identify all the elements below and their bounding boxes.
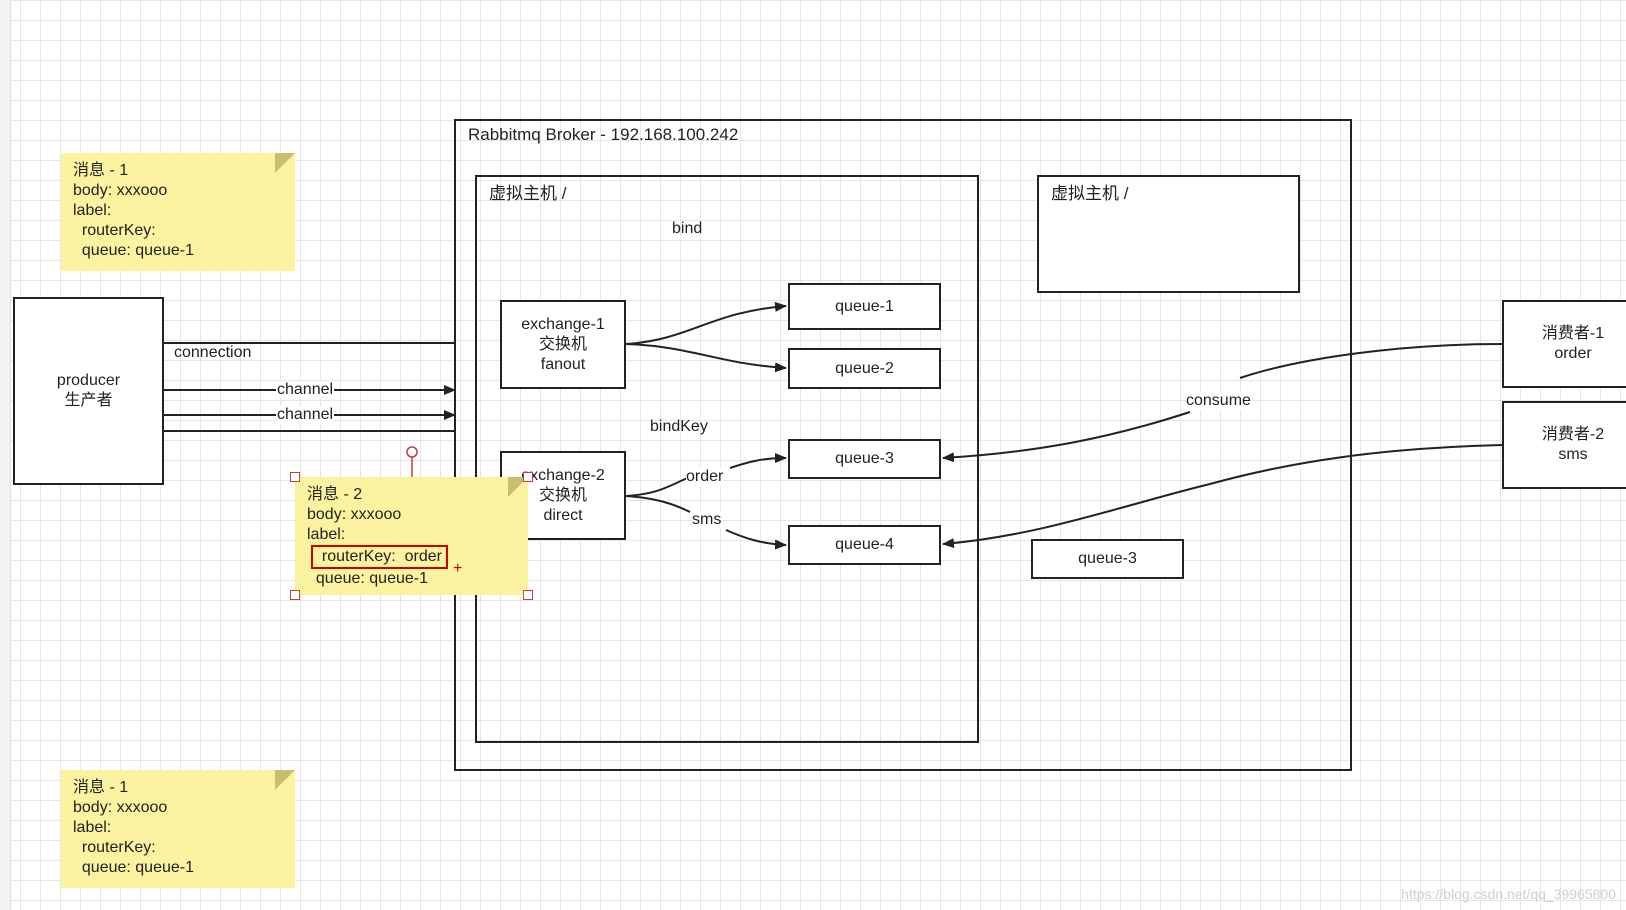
resize-handle-top-left[interactable] (290, 472, 300, 482)
exchange-2-cn: 交换机 (538, 486, 587, 504)
queue-3-label: queue-3 (835, 450, 894, 467)
sms-route-label: sms (692, 511, 722, 529)
channel-label-1: channel (276, 381, 335, 399)
consumer-2-box[interactable]: 消费者-2 sms (1502, 401, 1626, 489)
resize-handle-top-right[interactable] (523, 472, 533, 482)
producer-label: producer (56, 372, 121, 389)
note-line: routerKey: (73, 839, 156, 856)
consumer-2-name: 消费者-2 (1541, 426, 1605, 443)
note-line: 消息 - 2 (307, 486, 363, 503)
note-line: label: (307, 526, 346, 543)
note-line: 消息 - 1 (73, 779, 129, 796)
queue-4-box[interactable]: queue-4 (788, 525, 941, 565)
direct-arrow-queue-4 (625, 495, 786, 545)
connection-label: connection (174, 344, 252, 361)
note-line: label: (73, 202, 112, 219)
note-line: 消息 - 1 (73, 162, 129, 179)
direct-arrow-queue-3 (625, 458, 786, 497)
note-line: body: xxxooo (73, 799, 168, 816)
resize-handle-bottom-left[interactable] (290, 590, 300, 600)
producer-box[interactable]: producer 生产者 (13, 297, 164, 485)
queue-1-label: queue-1 (835, 297, 894, 315)
queue-1-box[interactable]: queue-1 (788, 283, 941, 330)
watermark: https://blog.csdn.net/qq_39965800 (1401, 886, 1616, 902)
exchange-1-box[interactable]: exchange-1 交换机 fanout (500, 300, 626, 389)
virtual-host-right[interactable]: 虚拟主机 / (1037, 175, 1300, 293)
bind-label: bind (672, 220, 703, 237)
exchange-2-name: exchange-2 (521, 466, 605, 484)
message-note-bottom[interactable]: 消息 - 1 body: xxxooo label: routerKey: qu… (61, 770, 295, 888)
rabbitmq-broker[interactable]: Rabbitmq Broker - 192.168.100.242 (454, 119, 1352, 771)
note-line: queue: queue-1 (73, 242, 194, 259)
exchange-1-name: exchange-1 (521, 315, 605, 333)
message-note-selected[interactable]: 消息 - 2 body: xxxooo label: routerKey: or… (295, 477, 528, 595)
producer-label-cn: 生产者 (64, 392, 113, 409)
broker-title: Rabbitmq Broker - 192.168.100.242 (468, 125, 739, 144)
message-note-top[interactable]: 消息 - 1 body: xxxooo label: routerKey: qu… (61, 153, 295, 271)
queue-3-extra-box[interactable]: queue-3 (1031, 539, 1184, 579)
note-line-highlighted: routerKey: order (311, 545, 448, 569)
note-fold-icon (275, 153, 295, 173)
consume-arrow-queue-4 (942, 444, 1503, 549)
channel-label-2: channel (276, 406, 335, 424)
left-ruler (0, 0, 11, 910)
queue-2-label: queue-2 (835, 359, 894, 377)
fanout-arrow-queue-1 (625, 301, 787, 345)
note-line: body: xxxooo (73, 182, 168, 199)
virtual-host-left[interactable]: 虚拟主机 / (475, 175, 979, 743)
exchange-1-type: fanout (540, 355, 586, 373)
exchange-1-cn: 交换机 (538, 335, 587, 353)
note-line: queue: queue-1 (73, 859, 194, 876)
rotate-handle (406, 446, 418, 458)
note-line: body: xxxooo (307, 506, 402, 523)
note-line: label: (73, 819, 112, 836)
note-line: routerKey: (73, 222, 156, 239)
resize-handle-bottom-right[interactable] (523, 590, 533, 600)
consumer-1-box[interactable]: 消费者-1 order (1502, 300, 1626, 388)
consume-label: consume (1186, 392, 1251, 410)
bindkey-label: bindKey (650, 418, 708, 435)
order-route-label: order (686, 468, 724, 486)
consumer-1-name: 消费者-1 (1541, 325, 1605, 342)
note-line: queue: queue-1 (307, 570, 428, 587)
consumer-1-key: order (1554, 345, 1592, 362)
queue-3-box[interactable]: queue-3 (788, 439, 941, 479)
queue-2-box[interactable]: queue-2 (788, 348, 941, 389)
queue-3-extra-label: queue-3 (1078, 550, 1137, 567)
exchange-2-type: direct (543, 506, 583, 524)
note-fold-icon (275, 770, 295, 790)
note-fold-icon (508, 477, 528, 497)
fanout-arrow-queue-2 (625, 343, 787, 373)
cursor-plus-icon: + (453, 560, 463, 577)
virtual-host-right-title: 虚拟主机 / (1051, 184, 1129, 203)
queue-4-label: queue-4 (835, 536, 894, 553)
virtual-host-left-title: 虚拟主机 / (489, 184, 567, 203)
consumer-2-key: sms (1558, 446, 1588, 463)
